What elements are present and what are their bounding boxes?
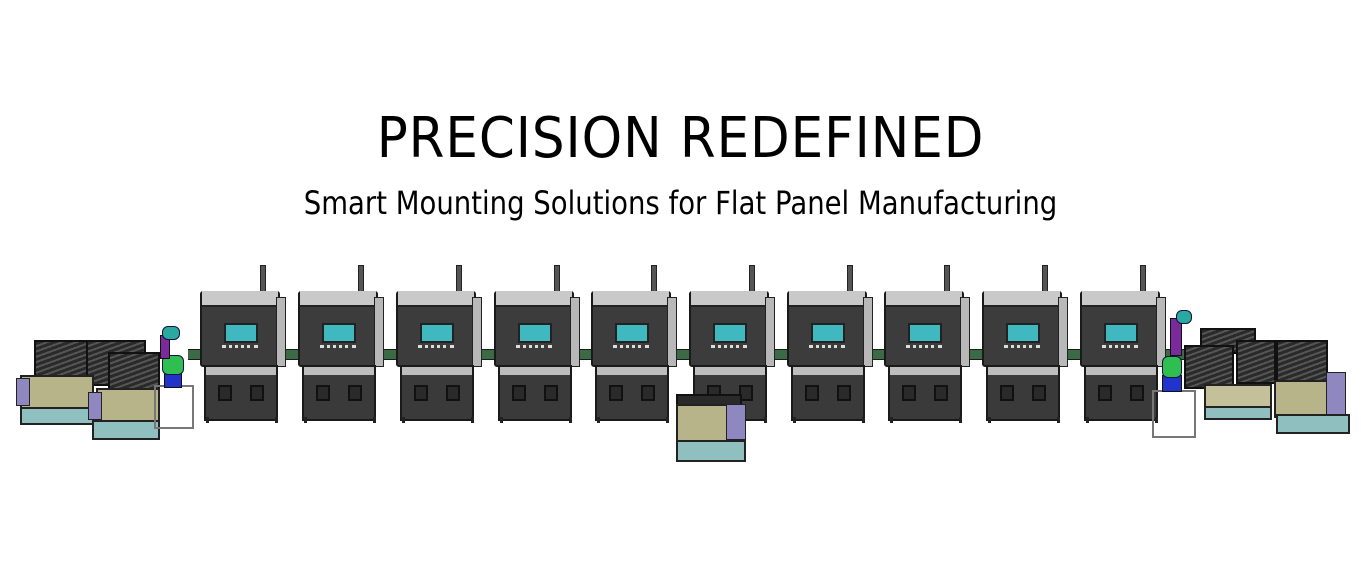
signal-tower [358,265,364,293]
agv-center-panel [726,404,746,440]
signal-tower [651,265,657,293]
panel-rack-right-4 [1276,340,1328,384]
agv-left-2-base [92,420,160,440]
robot-stand-left [154,385,194,429]
agv-left-1-panel [16,378,30,406]
panel-rack-right-2 [1184,345,1234,389]
robot-head-right [1176,310,1192,324]
signal-tower [1042,265,1048,293]
panel-rack-left-3 [108,352,160,394]
signal-tower [749,265,755,293]
mounting-machine-4 [494,265,580,425]
conveyor-belt [188,349,1188,360]
signal-tower [554,265,560,293]
robot-head-left [162,326,180,340]
panel-rack-right-3 [1236,340,1276,384]
hero-title: PRECISION REDEFINED [376,105,985,171]
hmi-screen [518,323,552,343]
mounting-machine-1 [200,265,286,425]
agv-left-1-base [20,407,94,425]
robot-stand-right [1152,390,1196,438]
hmi-screen [1006,323,1040,343]
signal-tower [944,265,950,293]
agv-right-1-base [1204,406,1272,420]
mounting-machine-2 [298,265,384,425]
mounting-machine-9 [982,265,1068,425]
hmi-screen [322,323,356,343]
hmi-screen [1104,323,1138,343]
mounting-machine-3 [396,265,482,425]
hmi-screen [224,323,258,343]
mounting-machine-5 [591,265,677,425]
mounting-machine-10 [1080,265,1166,425]
hmi-screen [420,323,454,343]
robot-arm-right [1162,356,1182,378]
agv-right-2 [1274,380,1332,418]
hmi-screen [713,323,747,343]
agv-left-1 [20,375,94,411]
agv-center-base [676,440,746,462]
signal-tower [1140,265,1146,293]
signal-tower [847,265,853,293]
signal-tower [260,265,266,293]
agv-right-1 [1204,384,1272,410]
mounting-machine-8 [884,265,970,425]
mounting-machine-7 [787,265,873,425]
agv-left-2-panel [88,392,102,420]
agv-right-2-panel [1326,372,1346,416]
agv-center [676,404,732,444]
hmi-screen [908,323,942,343]
agv-left-2 [96,388,160,424]
hmi-screen [615,323,649,343]
agv-right-2-base [1276,414,1350,434]
hero-subtitle: Smart Mounting Solutions for Flat Panel … [303,184,1058,222]
signal-tower [456,265,462,293]
hmi-screen [811,323,845,343]
robot-arm-left [162,355,184,375]
